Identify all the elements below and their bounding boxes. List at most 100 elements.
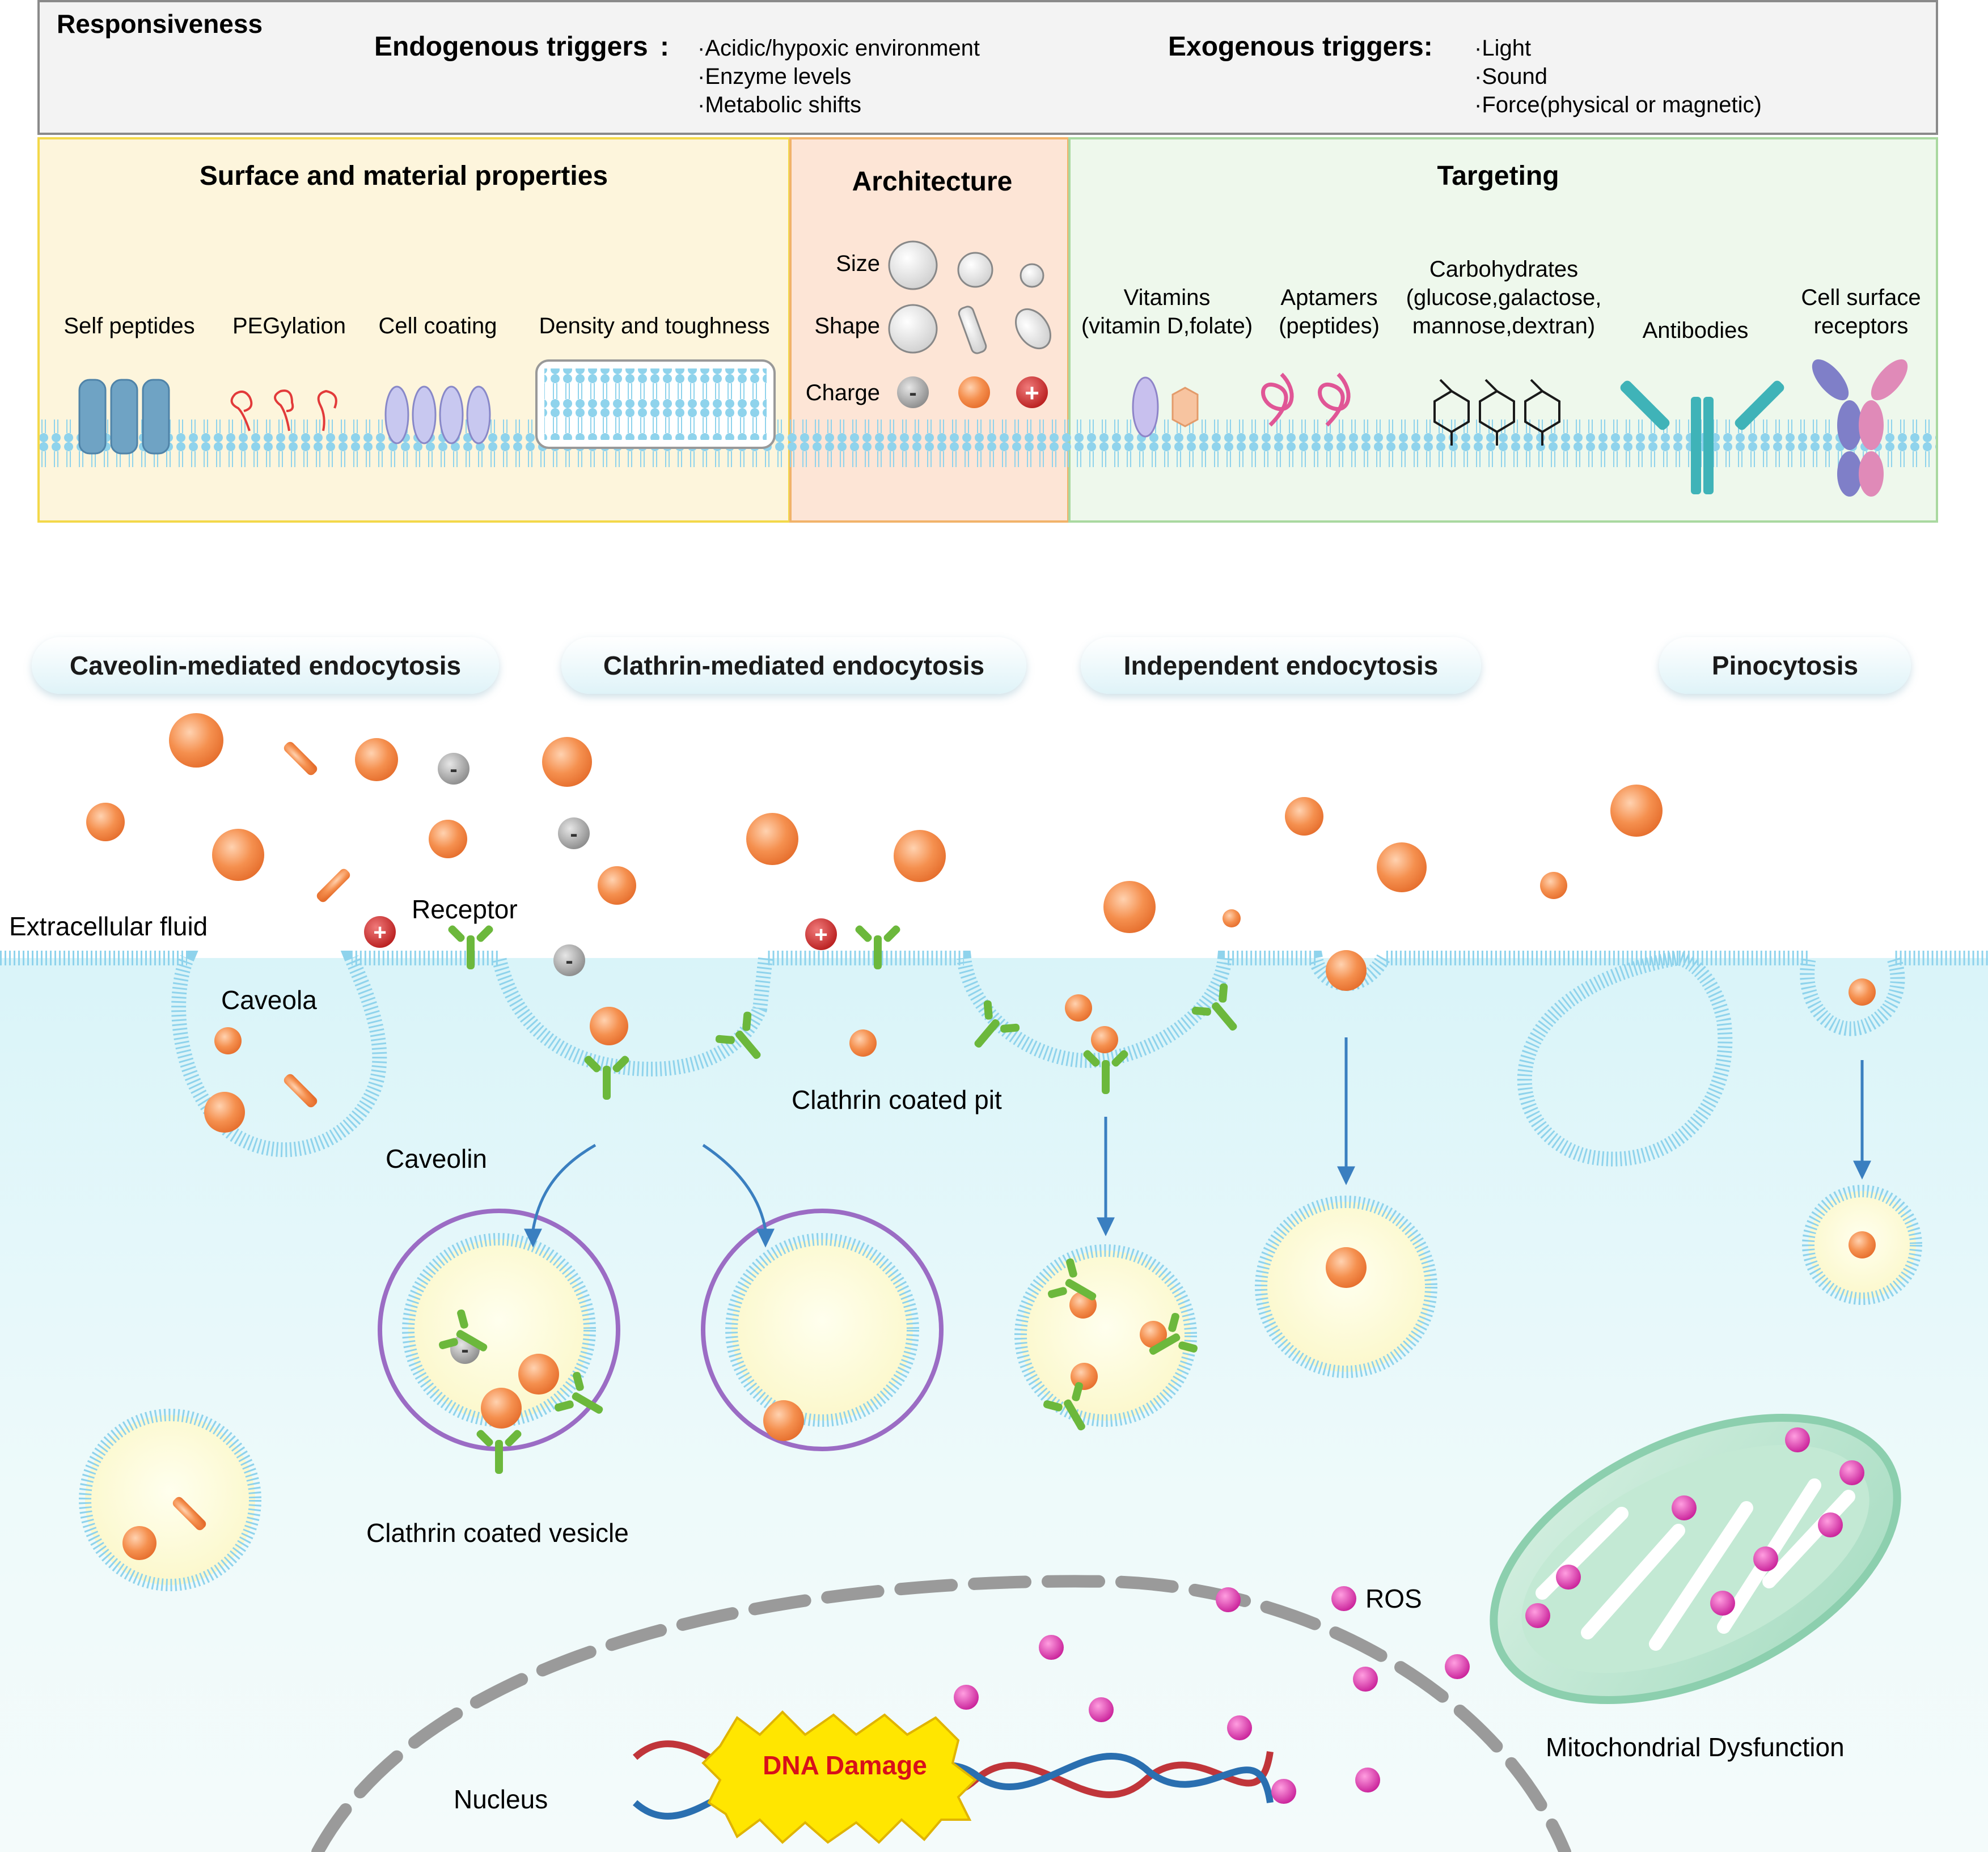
self-peptide-icon bbox=[78, 379, 170, 455]
endogenous-colon: : bbox=[660, 32, 669, 62]
nanoparticle bbox=[1140, 1321, 1167, 1348]
targeting-item: Carbohydrates bbox=[1429, 257, 1578, 282]
receptor-icon bbox=[1048, 1258, 1097, 1300]
cell-coating-icon bbox=[384, 385, 491, 444]
dna-damage-burst bbox=[701, 1710, 978, 1844]
nanoparticle bbox=[355, 738, 398, 781]
endogenous-item: ·Acidic/hypoxic environment bbox=[697, 36, 980, 61]
clathrin-coated-pit-label: Clathrin coated pit bbox=[792, 1085, 1002, 1114]
nanoparticle bbox=[590, 1007, 628, 1045]
rod-nanoparticle bbox=[284, 1074, 318, 1108]
caveolin-vesicle bbox=[79, 1409, 261, 1591]
receptor-icon bbox=[715, 1011, 761, 1060]
surface-item: Cell coating bbox=[378, 313, 497, 338]
receptor-icon bbox=[448, 925, 493, 969]
targeting-item: Antibodies bbox=[1643, 318, 1749, 343]
endogenous-item: ·Metabolic shifts bbox=[697, 92, 861, 117]
nanoparticle bbox=[1285, 797, 1323, 836]
targeting-title: Targeting bbox=[1437, 161, 1559, 191]
peg-chain-icon bbox=[230, 389, 337, 431]
surface-item: PEGylation bbox=[232, 313, 346, 338]
negative-nanoparticle bbox=[553, 944, 585, 976]
carbohydrate-icon bbox=[1433, 379, 1560, 446]
receptor-icon bbox=[439, 1309, 488, 1351]
extracellular-fluid-label: Extracellular fluid bbox=[9, 912, 208, 941]
charge-icons bbox=[897, 376, 1048, 408]
responsiveness-title: Responsiveness bbox=[57, 9, 263, 39]
nanoparticle bbox=[1326, 950, 1367, 991]
nanoparticle bbox=[1849, 978, 1876, 1006]
exogenous-item: ·Light bbox=[1474, 36, 1531, 61]
nanoparticle bbox=[1091, 1026, 1118, 1053]
nanoparticle bbox=[122, 1526, 156, 1560]
positive-nanoparticle bbox=[805, 918, 837, 950]
mitochondrion-icon bbox=[1490, 1413, 1901, 1705]
pathway-pinocytosis: Pinocytosis bbox=[1659, 637, 1911, 694]
surface-item: Self peptides bbox=[64, 313, 194, 338]
ros-particle bbox=[1556, 1565, 1581, 1590]
cell-membrane bbox=[0, 951, 1988, 1167]
ros-particle bbox=[1271, 1779, 1296, 1804]
minus-sign: - bbox=[450, 757, 457, 782]
nanoparticle bbox=[849, 1029, 877, 1057]
nanoparticle bbox=[763, 1400, 804, 1441]
minus-sign: - bbox=[570, 821, 577, 846]
receptor-icon bbox=[1043, 1382, 1085, 1431]
ros-particle bbox=[1785, 1427, 1810, 1452]
receptor-icon bbox=[555, 1371, 603, 1414]
targeting-item: Cell surface bbox=[1801, 285, 1921, 310]
plus-sign: + bbox=[373, 920, 386, 945]
nanoparticle bbox=[481, 1388, 522, 1429]
targeting-item: Vitamins bbox=[1124, 285, 1211, 310]
clathrin-vesicle-2 bbox=[701, 1209, 944, 1451]
charge-minus: - bbox=[909, 380, 916, 405]
minus-sign: - bbox=[565, 948, 573, 973]
positive-nanoparticle bbox=[364, 916, 396, 948]
minus-sign: - bbox=[461, 1337, 468, 1362]
vitamin-icon bbox=[1132, 376, 1199, 438]
ros-particle bbox=[1710, 1591, 1735, 1616]
nanoparticle bbox=[1610, 785, 1663, 837]
architecture-row: Size bbox=[836, 251, 880, 276]
shape-icons bbox=[888, 304, 1051, 354]
receptor-label: Receptor bbox=[412, 895, 518, 924]
architecture-row: Charge bbox=[806, 380, 880, 405]
size-circles-icon bbox=[888, 240, 1044, 290]
nanoparticle bbox=[598, 866, 636, 905]
caveolin-label: Caveolin bbox=[386, 1144, 487, 1173]
ros-particle bbox=[1216, 1587, 1241, 1612]
receptor-icon bbox=[855, 925, 900, 969]
rod-nanoparticle bbox=[172, 1497, 206, 1531]
ros-particle bbox=[1227, 1715, 1252, 1740]
clathrin-coated-vesicle-label: Clathrin coated vesicle bbox=[366, 1518, 629, 1548]
mitochondrial-dysfunction-label: Mitochondrial Dysfunction bbox=[1546, 1732, 1845, 1762]
exogenous-item: ·Sound bbox=[1474, 64, 1547, 89]
receptor-icon bbox=[1149, 1312, 1198, 1355]
exogenous-item: ·Force(physical or magnetic) bbox=[1474, 92, 1762, 117]
negative-nanoparticle bbox=[438, 753, 469, 785]
nanoparticle bbox=[214, 1027, 242, 1054]
rod-nanoparticle bbox=[284, 741, 318, 775]
responsiveness-panel bbox=[37, 0, 1938, 135]
nanoparticle bbox=[1377, 842, 1427, 892]
nanoparticle bbox=[1071, 1363, 1098, 1390]
ros-particle bbox=[954, 1685, 979, 1710]
targeting-item: Aptamers bbox=[1280, 285, 1377, 310]
nanoparticle bbox=[212, 829, 264, 881]
nanoparticle bbox=[86, 803, 125, 841]
ros-particle bbox=[1445, 1654, 1470, 1679]
targeting-item: (vitamin D,folate) bbox=[1081, 313, 1253, 338]
targeting-item: receptors bbox=[1814, 313, 1909, 338]
targeting-item: (glucose,galactose, bbox=[1406, 285, 1602, 310]
nanoparticle bbox=[518, 1354, 559, 1395]
nanoparticle bbox=[1103, 881, 1156, 933]
surface-item: Density and toughness bbox=[539, 313, 770, 338]
nucleus-label: Nucleus bbox=[454, 1785, 548, 1814]
pathway-clathrin: Clathrin-mediated endocytosis bbox=[561, 637, 1026, 694]
nanoparticle bbox=[169, 713, 223, 768]
nanoparticle bbox=[204, 1092, 245, 1133]
receptor-icon bbox=[974, 1000, 1020, 1048]
negative-nanoparticle bbox=[558, 817, 590, 849]
receptor-icon bbox=[1191, 983, 1237, 1031]
